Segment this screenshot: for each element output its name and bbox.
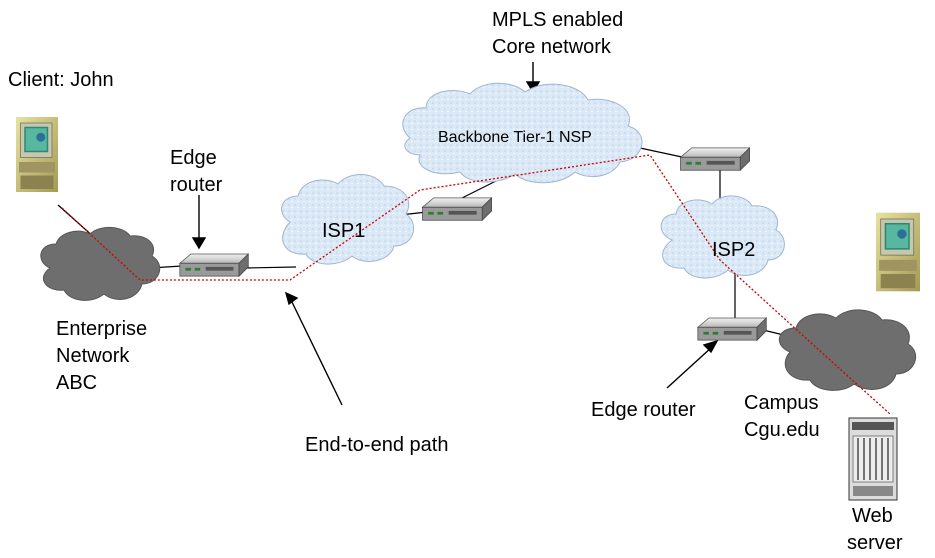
campus-label-line2: Cgu.edu [744,419,820,441]
backbone-cloud [402,82,643,184]
remote-pc-icon [876,212,920,292]
mpls-label-line1: MPLS enabled [492,9,623,31]
link-edge-router-isp1 [244,266,297,269]
client-label: Client: John [8,69,114,91]
mpls-label-line2: Core network [492,36,612,58]
enterprise-label-line1: Enterprise [56,318,147,340]
arrow-edge-router-bottom [702,339,719,354]
arrow-end-to-end [284,291,299,306]
edge-router-top-label-line1: Edge [170,147,217,169]
isp1-router-icon [422,197,493,221]
edge-router-bottom-icon [697,317,767,341]
edge-router-top-label-line2: router [170,174,223,196]
backbone-label: Backbone Tier-1 NSP [438,129,592,146]
isp1-label: ISP1 [322,220,365,242]
isp2-cloud [660,195,785,279]
enterprise-label-line3: ABC [56,372,97,394]
enterprise-cloud [40,227,161,301]
edge-router-left-icon [179,253,249,277]
web-server-label-line2: server [847,532,903,554]
campus-cloud [779,309,917,391]
enterprise-label-line2: Network [56,345,130,367]
backbone-router-icon [680,147,751,171]
isp1-cloud [281,174,415,265]
arrows [191,62,719,406]
client-pc-icon [16,116,58,193]
end-to-end-label: End-to-end path [305,434,448,456]
isp2-label: ISP2 [712,239,755,261]
link-backbone-router-right [639,147,683,158]
edge-router-bottom-label: Edge router [591,399,696,421]
arrow-edge-router-top [191,237,207,250]
web-server-icon [848,417,898,501]
campus-label-line1: Campus [744,392,818,414]
web-server-label-line1: Web [852,505,893,527]
